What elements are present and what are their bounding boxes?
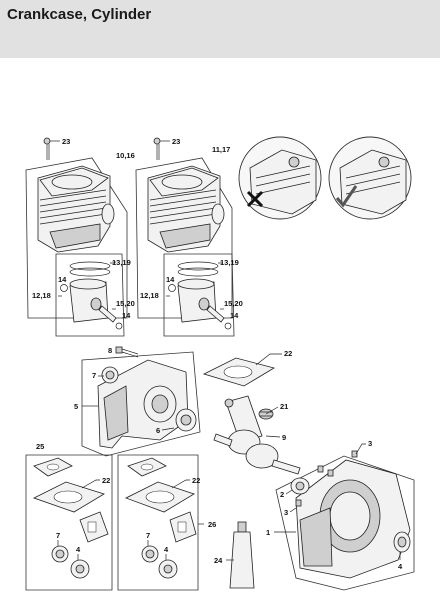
callout-11-17: 11,17	[212, 145, 230, 154]
piston-rings-left	[69, 261, 111, 277]
callout-25: 25	[36, 442, 44, 451]
cylinder-left	[37, 165, 115, 253]
callout-22-top: 22	[284, 349, 292, 358]
callout-22-left: 22	[102, 476, 110, 485]
callout-14-mid-2: 14	[230, 311, 239, 320]
seal-7-mid	[141, 545, 159, 563]
crankcase-half-left	[81, 346, 201, 457]
callout-21: 21	[280, 402, 288, 411]
inset-wrong	[238, 136, 322, 220]
callout-12-18-mid: 12,18	[140, 291, 159, 300]
callout-labels: 23 10,16 23 11,17 13,19 14 12,18 15,20 1…	[32, 137, 403, 571]
cylinder-box-left	[25, 157, 128, 319]
inset-right	[328, 136, 412, 220]
x-mark-icon	[246, 190, 264, 208]
bearing-6	[175, 408, 197, 432]
callout-7-left: 7	[56, 531, 60, 540]
callout-14-left-2: 14	[122, 311, 131, 320]
callout-13-19-mid: 13,19	[220, 258, 239, 267]
cylinder-screw-left	[43, 137, 51, 160]
callout-5: 5	[74, 402, 78, 411]
callout-14-left-1: 14	[58, 275, 67, 284]
piston-mid	[177, 278, 217, 323]
piston-pin-left	[98, 305, 117, 323]
header-bar: Crankcase, Cylinder	[0, 0, 440, 58]
bearing-4-right	[393, 531, 411, 553]
circlip-mid-2	[224, 322, 232, 330]
callout-23-left: 23	[62, 137, 70, 146]
callout-24: 24	[214, 556, 223, 565]
piston-kit-box-left	[55, 253, 125, 337]
gasket-set-26	[117, 454, 199, 591]
callout-2: 2	[280, 490, 284, 499]
crankshaft	[213, 395, 301, 475]
callout-15-20-mid: 15,20	[224, 299, 243, 308]
gasket-intake-26	[169, 511, 197, 543]
crankcase-right	[275, 450, 415, 591]
gasket-small-25a	[33, 457, 73, 477]
piston-pin-mid	[206, 305, 225, 323]
cylinder-mid	[147, 165, 225, 253]
circlip-left-2	[115, 322, 123, 330]
crankcase-box	[81, 351, 201, 457]
callout-23-mid: 23	[172, 137, 180, 146]
sealant-tube-24	[229, 521, 255, 589]
circlip-left-1	[60, 284, 68, 292]
callout-4-left: 4	[76, 545, 81, 554]
callout-26: 26	[208, 520, 216, 529]
callout-3-lower: 3	[284, 508, 288, 517]
callout-10-16: 10,16	[116, 151, 135, 160]
callout-4-mid: 4	[164, 545, 169, 554]
piston-rings-mid	[177, 261, 219, 277]
gasket-22-top	[202, 357, 276, 387]
gasket-22-mid	[124, 481, 195, 513]
leader-lines	[50, 140, 401, 561]
crankcase-right-box	[275, 455, 415, 591]
callout-13-19-left: 13,19	[112, 258, 131, 267]
seal-4-left	[70, 559, 90, 579]
gasket-intake	[79, 511, 109, 543]
callout-1: 1	[266, 528, 270, 537]
callout-14-mid-1: 14	[166, 275, 175, 284]
seal-4-mid	[158, 559, 178, 579]
callout-12-18-left: 12,18	[32, 291, 51, 300]
page-title: Crankcase, Cylinder	[7, 6, 152, 23]
seal-7-upper	[101, 366, 119, 384]
dowel-pins-3	[295, 450, 358, 507]
callout-3-upper: 3	[368, 439, 372, 448]
callout-9: 9	[282, 433, 286, 442]
gasket-set-25	[25, 454, 113, 591]
circlip-mid-1	[168, 284, 176, 292]
callout-7-mid: 7	[146, 531, 150, 540]
check-mark-icon	[335, 185, 358, 208]
cylinder-screw-mid	[153, 137, 161, 160]
callout-4-right: 4	[398, 562, 403, 571]
screw-8	[115, 346, 139, 358]
callout-15-20-left: 15,20	[116, 299, 135, 308]
callout-8: 8	[108, 346, 112, 355]
piston-kit-box-mid	[163, 253, 235, 337]
callout-6: 6	[156, 426, 160, 435]
gasket-small-26a	[127, 457, 167, 477]
callout-22-mid: 22	[192, 476, 200, 485]
seal-2	[290, 477, 310, 495]
piston-left	[69, 278, 109, 323]
gasket-22-left	[32, 481, 105, 513]
callout-7-upper: 7	[92, 371, 96, 380]
cylinder-assembly-mid	[135, 137, 235, 337]
cylinder-assembly-left	[25, 137, 128, 337]
seal-7-left	[51, 545, 69, 563]
